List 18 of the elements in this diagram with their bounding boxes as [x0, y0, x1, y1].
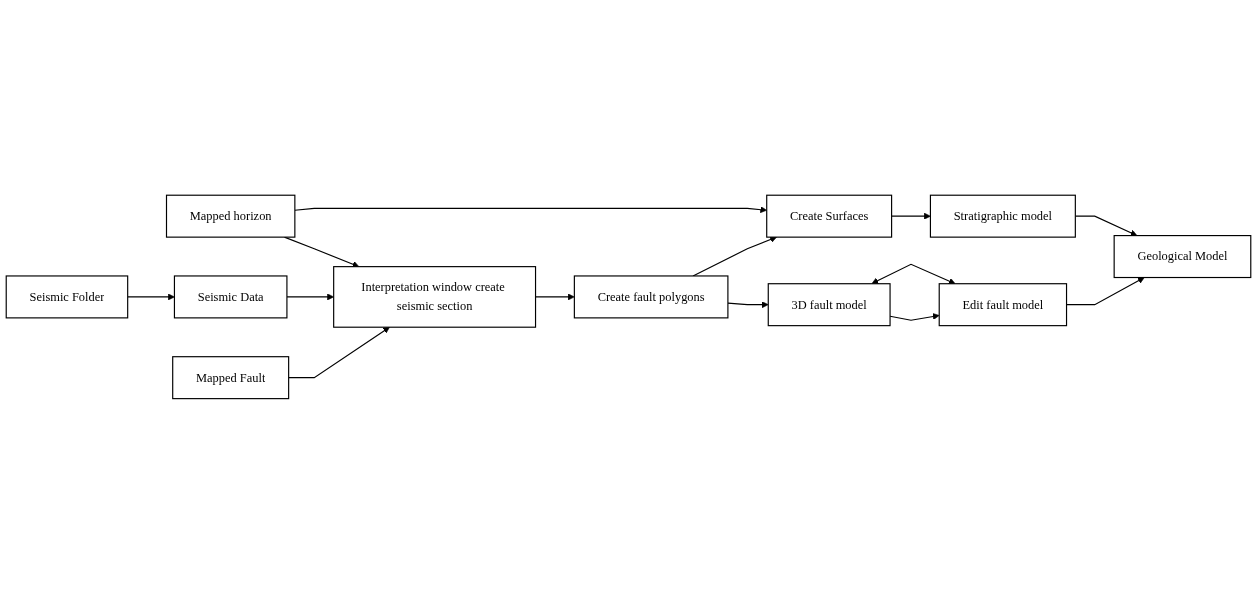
arrow [127, 293, 175, 301]
node-box: Stratigraphic model [929, 194, 1076, 238]
arrow [727, 301, 769, 309]
arrow [692, 236, 777, 277]
arrow [286, 293, 334, 301]
node-box: Create Surfaces [766, 194, 893, 238]
node-box: Mapped horizon [165, 194, 296, 238]
node-box: Seismic Data [173, 275, 288, 319]
node-box: 3D fault model [767, 283, 891, 327]
node-box: Mapped Fault [172, 356, 290, 400]
node-box: Edit fault model [938, 283, 1068, 327]
arrow [891, 212, 931, 220]
arrow [871, 263, 956, 285]
node-box: Create fault polygons [573, 275, 729, 319]
node-box: Geological Model [1113, 235, 1252, 279]
node-box: Seismic Folder [5, 275, 129, 319]
arrow [288, 326, 390, 379]
node-box: Interpretation window create seismic section [333, 266, 537, 328]
